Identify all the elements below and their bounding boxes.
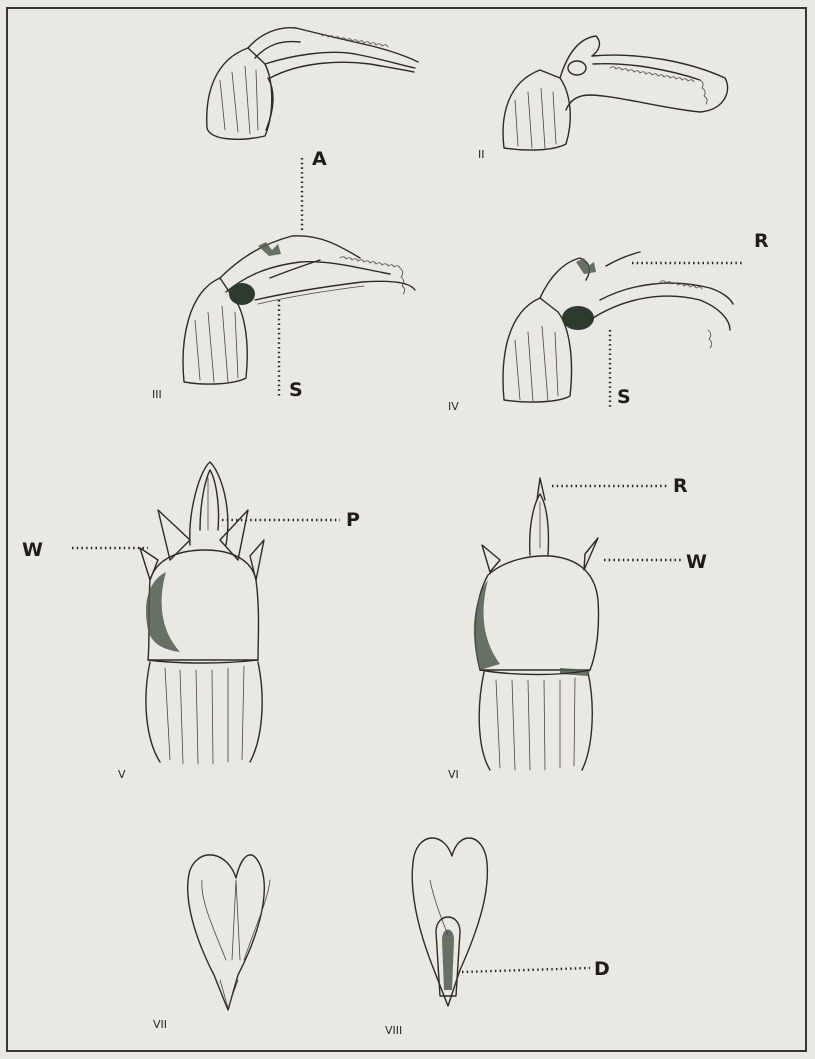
- label-D-fig8: D: [594, 958, 610, 980]
- figure-4: IV R S: [448, 230, 769, 413]
- figure-1: [207, 28, 418, 140]
- figure-6-numeral: VI: [448, 768, 459, 781]
- label-R-fig4: R: [754, 230, 769, 252]
- gland-dark-spot: [562, 306, 594, 330]
- figure-2: II: [478, 36, 728, 161]
- figure-3: III A S: [152, 148, 415, 401]
- label-P-fig5: P: [346, 509, 360, 531]
- figure-3-numeral: III: [152, 388, 162, 401]
- figure-2-numeral: II: [478, 148, 485, 161]
- figure-6: VI R W: [448, 475, 707, 781]
- figure-5: V W P: [22, 462, 360, 781]
- label-S-fig4: S: [617, 386, 631, 408]
- plate-border: [7, 8, 806, 1051]
- figure-7: VII: [153, 855, 270, 1031]
- figure-4-numeral: IV: [448, 400, 459, 413]
- leader-D-fig8: [462, 968, 590, 972]
- label-W-fig5: W: [22, 539, 43, 561]
- figure-5-numeral: V: [118, 768, 126, 781]
- figure-7-numeral: VII: [153, 1018, 167, 1031]
- label-S-fig3: S: [289, 379, 303, 401]
- figure-8-numeral: VIII: [385, 1024, 402, 1037]
- gland-dark-spot: [229, 283, 255, 305]
- figure-8: VIII D: [385, 838, 610, 1037]
- label-A: A: [312, 148, 327, 170]
- label-W-fig6: W: [686, 551, 707, 573]
- label-R-fig6: R: [673, 475, 688, 497]
